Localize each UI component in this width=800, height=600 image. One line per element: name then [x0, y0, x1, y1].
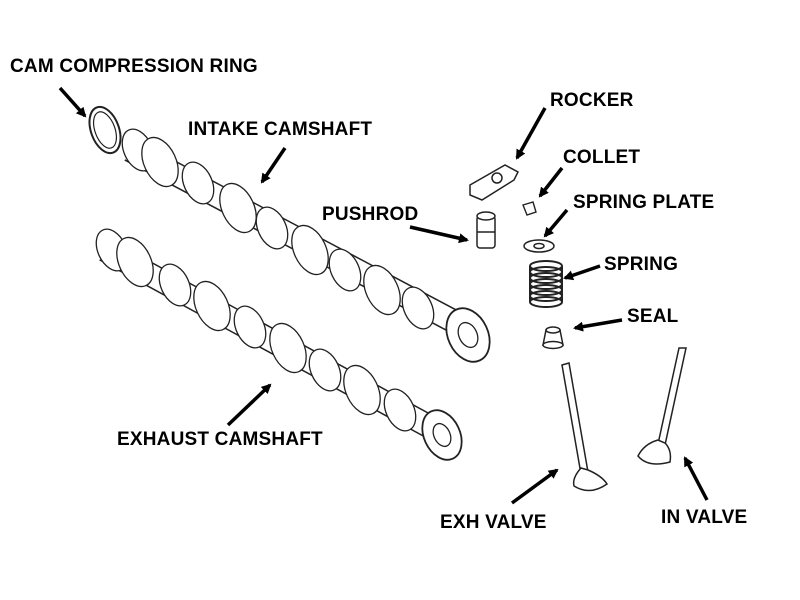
pushrod	[476, 211, 496, 249]
arrow-intake-camshaft	[260, 147, 287, 184]
label-in-valve: IN VALVE	[661, 507, 748, 528]
exhaust-camshaft	[95, 228, 463, 461]
label-exh-valve: EXH VALVE	[440, 512, 547, 533]
arrow-rocker	[515, 107, 547, 160]
cam-compression-ring	[88, 105, 122, 155]
spring	[529, 260, 563, 308]
label-collet: COLLET	[563, 147, 641, 168]
arrow-in-valve	[683, 456, 709, 501]
arrow-spring-plate	[543, 208, 569, 238]
label-pushrod: PUSHROD	[322, 204, 419, 225]
collet	[522, 201, 537, 216]
label-seal: SEAL	[627, 306, 679, 327]
label-spring: SPRING	[604, 254, 679, 275]
arrow-spring	[563, 264, 601, 281]
in-valve	[637, 347, 687, 465]
spring-plate	[523, 239, 555, 253]
intake-camshaft	[121, 128, 491, 363]
exh-valve	[561, 362, 609, 492]
arrow-pushrod	[409, 225, 469, 244]
label-cam-compression-ring: CAM COMPRESSION RING	[10, 56, 258, 77]
arrow-collet	[538, 166, 564, 198]
arrow-exh-valve	[510, 468, 559, 505]
label-intake-camshaft: INTAKE CAMSHAFT	[188, 119, 373, 140]
label-exhaust-camshaft: EXHAUST CAMSHAFT	[117, 429, 323, 450]
seal	[542, 326, 564, 350]
arrow-exhaust-camshaft	[226, 383, 272, 427]
rocker	[469, 164, 519, 201]
label-spring-plate: SPRING PLATE	[573, 192, 715, 213]
arrows	[58, 86, 709, 505]
arrow-seal	[573, 318, 623, 332]
arrow-cam-compression-ring	[58, 86, 87, 118]
label-rocker: ROCKER	[550, 90, 634, 111]
